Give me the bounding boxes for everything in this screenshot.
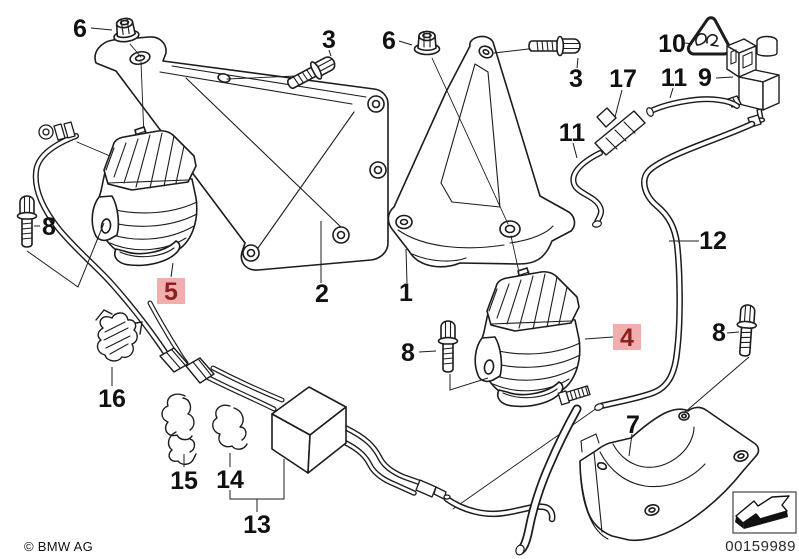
callout-16: 16 — [98, 385, 126, 413]
bracket-7-drawing — [579, 406, 760, 542]
leader-line-11 — [572, 142, 578, 159]
engine-mount-5-drawing — [91, 126, 198, 267]
highlight-box-4 — [613, 324, 641, 350]
callout-9: 9 — [698, 64, 712, 92]
nut-6-left — [110, 16, 141, 44]
leader-line-6 — [90, 27, 113, 31]
callout-8: 8 — [42, 213, 56, 241]
part-number: 00159989 — [725, 538, 796, 555]
copyright-text: © BMW AG — [24, 539, 94, 554]
fitting-drawing — [557, 385, 591, 406]
valve-9-drawing — [726, 35, 780, 128]
engine-mount-4-drawing — [474, 267, 581, 408]
callout-6: 6 — [73, 15, 87, 43]
leader-line-4 — [584, 336, 614, 340]
leader-line-8 — [449, 374, 489, 391]
leader-line-7 — [628, 433, 633, 457]
leader-line-5 — [170, 262, 174, 278]
leader-line-8 — [683, 356, 750, 414]
bolt-3-right — [528, 35, 581, 57]
leader-line-8 — [418, 350, 437, 353]
leader-line-9 — [715, 76, 734, 79]
callout-1: 1 — [399, 279, 413, 307]
leader-line-10 — [684, 42, 693, 45]
callout-17: 17 — [609, 65, 637, 93]
callout-13: 13 — [243, 511, 271, 539]
callout-8: 8 — [401, 339, 415, 367]
callout-2: 2 — [315, 280, 329, 308]
leader-line-6 — [398, 40, 413, 46]
callout-4: 4 — [620, 324, 634, 352]
hose-end-caps — [515, 107, 654, 556]
leader-line-8 — [26, 222, 105, 288]
callout-3: 3 — [569, 65, 583, 93]
callout-15: 15 — [170, 467, 198, 495]
clip-16-drawing — [95, 309, 143, 362]
highlight-box-5 — [157, 278, 185, 304]
callout-3: 3 — [322, 26, 336, 54]
leader-line-3 — [576, 57, 579, 69]
callout-6: 6 — [382, 27, 396, 55]
leader-line-17 — [614, 89, 623, 118]
cable-connector-drawing — [38, 121, 76, 141]
callout-5: 5 — [164, 278, 178, 306]
nut-6-right — [413, 30, 441, 56]
bolt-8-left — [16, 195, 38, 248]
callout-7: 7 — [626, 411, 640, 439]
clip-15-drawing — [161, 393, 197, 465]
leader-line-1 — [405, 248, 408, 284]
leader-line-11 — [669, 87, 674, 99]
clip-14-drawing — [212, 404, 248, 450]
pipe-nozzle-drawing — [415, 479, 451, 500]
junction-box-13-drawing — [271, 386, 347, 474]
leader-line-3 — [328, 49, 332, 57]
bolt-8-right — [734, 303, 759, 358]
leader-line-8 — [726, 331, 740, 334]
callout-10: 10 — [658, 30, 686, 58]
direction-arrow-box — [732, 491, 797, 534]
warning-triangle-icon — [686, 16, 732, 56]
callout-11: 11 — [661, 64, 688, 92]
t-connector-17-drawing — [594, 107, 646, 156]
callout-12: 12 — [699, 227, 727, 255]
pipe-couplers-drawing — [159, 347, 215, 384]
arrow-3d-down-left-icon — [735, 495, 790, 529]
bracket-1-drawing — [387, 35, 576, 268]
callout-11: 11 — [559, 119, 586, 147]
callout-8: 8 — [712, 319, 726, 347]
callout-14: 14 — [216, 466, 244, 494]
bolt-8-middle — [437, 320, 459, 373]
bracket-2-drawing — [94, 36, 389, 271]
hose-lines — [32, 96, 756, 555]
